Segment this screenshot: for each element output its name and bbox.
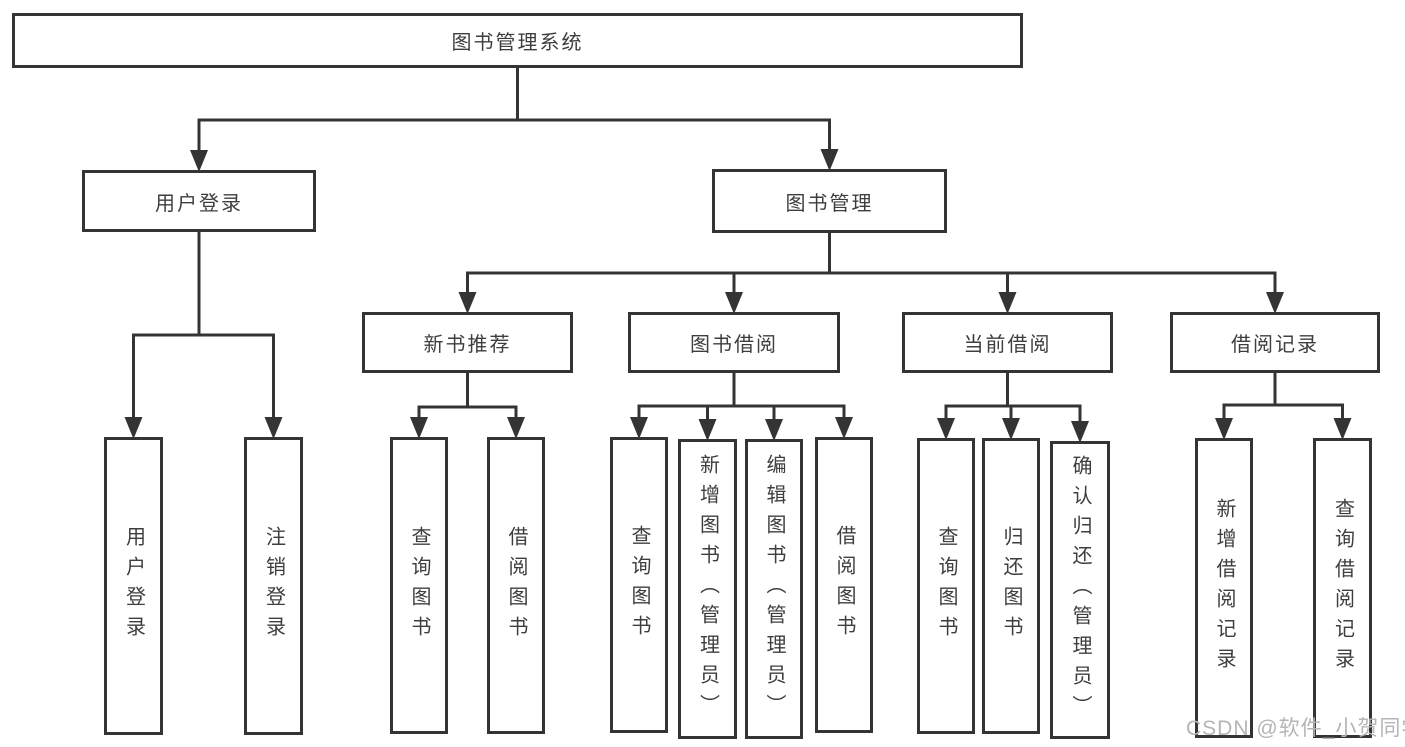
arrowhead-down	[725, 292, 743, 314]
node-label: 确认归还（管理员）	[1069, 455, 1091, 725]
node-current-borrow: 当前借阅	[902, 312, 1113, 373]
node-label: 查询图书	[408, 525, 430, 646]
node-label: 查询图书	[628, 525, 650, 645]
node-label: 用户登录	[122, 526, 145, 646]
node-label: 新增借阅记录	[1213, 498, 1235, 678]
node-label: 新书推荐	[423, 334, 512, 356]
node-label: 新增图书（管理员）	[696, 454, 719, 724]
node-leaf-cb-query: 查询图书	[917, 438, 975, 734]
node-leaf-cb-return: 归还图书	[982, 438, 1040, 734]
node-leaf-bb-query: 查询图书	[610, 437, 668, 733]
arrowhead-down	[698, 419, 717, 441]
node-label: 用户登录	[155, 192, 243, 215]
node-leaf-nbr-borrow: 借阅图书	[487, 437, 545, 734]
node-label: 归还图书	[1000, 526, 1022, 646]
node-new-book-rec: 新书推荐	[362, 312, 573, 373]
node-leaf-bb-add: 新增图书（管理员）	[678, 439, 737, 739]
node-label: 借阅记录	[1231, 334, 1319, 356]
watermark-text: CSDN @软件_小贺同学	[1186, 717, 1405, 740]
arrowhead-down	[507, 417, 525, 439]
arrowhead-down	[1071, 421, 1089, 443]
arrowhead-down	[264, 417, 283, 439]
arrowhead-down	[998, 292, 1017, 314]
node-label: 借阅图书	[833, 525, 855, 645]
arrowhead-down	[1215, 418, 1233, 440]
node-label: 当前借阅	[963, 334, 1052, 356]
node-leaf-bb-borrow: 借阅图书	[815, 437, 873, 733]
node-label: 借阅图书	[505, 525, 527, 646]
arrowhead-down	[1333, 418, 1352, 440]
node-leaf-nbr-query: 查询图书	[390, 437, 448, 734]
node-borrow-record: 借阅记录	[1170, 312, 1380, 373]
arrowhead-down	[630, 417, 648, 439]
node-leaf-br-query: 查询借阅记录	[1313, 438, 1372, 738]
arrowhead-down	[765, 419, 783, 441]
node-label: 图书管理系统	[451, 32, 584, 54]
node-leaf-cb-confirm: 确认归还（管理员）	[1050, 441, 1110, 739]
arrowhead-down	[1002, 418, 1020, 440]
arrowhead-down	[820, 149, 839, 171]
arrowhead-down	[124, 417, 143, 439]
arrowhead-down	[458, 292, 477, 314]
node-label: 图书管理	[785, 192, 874, 215]
node-label: 查询图书	[935, 526, 957, 646]
node-leaf-bb-edit: 编辑图书（管理员）	[745, 439, 803, 739]
arrowhead-down	[835, 417, 853, 439]
node-book-mgmt: 图书管理	[712, 169, 947, 233]
node-user-login: 用户登录	[82, 170, 316, 232]
node-label: 注销登录	[262, 526, 285, 646]
node-label: 编辑图书（管理员）	[763, 454, 785, 724]
node-root: 图书管理系统	[12, 13, 1023, 68]
arrowhead-down	[190, 150, 208, 172]
node-label: 图书借阅	[690, 334, 778, 356]
node-leaf-user-login: 用户登录	[104, 437, 163, 735]
node-leaf-br-add: 新增借阅记录	[1195, 438, 1253, 738]
node-label: 查询借阅记录	[1331, 498, 1354, 678]
node-leaf-logout: 注销登录	[244, 437, 303, 735]
arrowhead-down	[937, 418, 955, 440]
node-book-borrow: 图书借阅	[628, 312, 840, 373]
arrowhead-down	[1266, 292, 1284, 314]
arrowhead-down	[410, 417, 428, 439]
